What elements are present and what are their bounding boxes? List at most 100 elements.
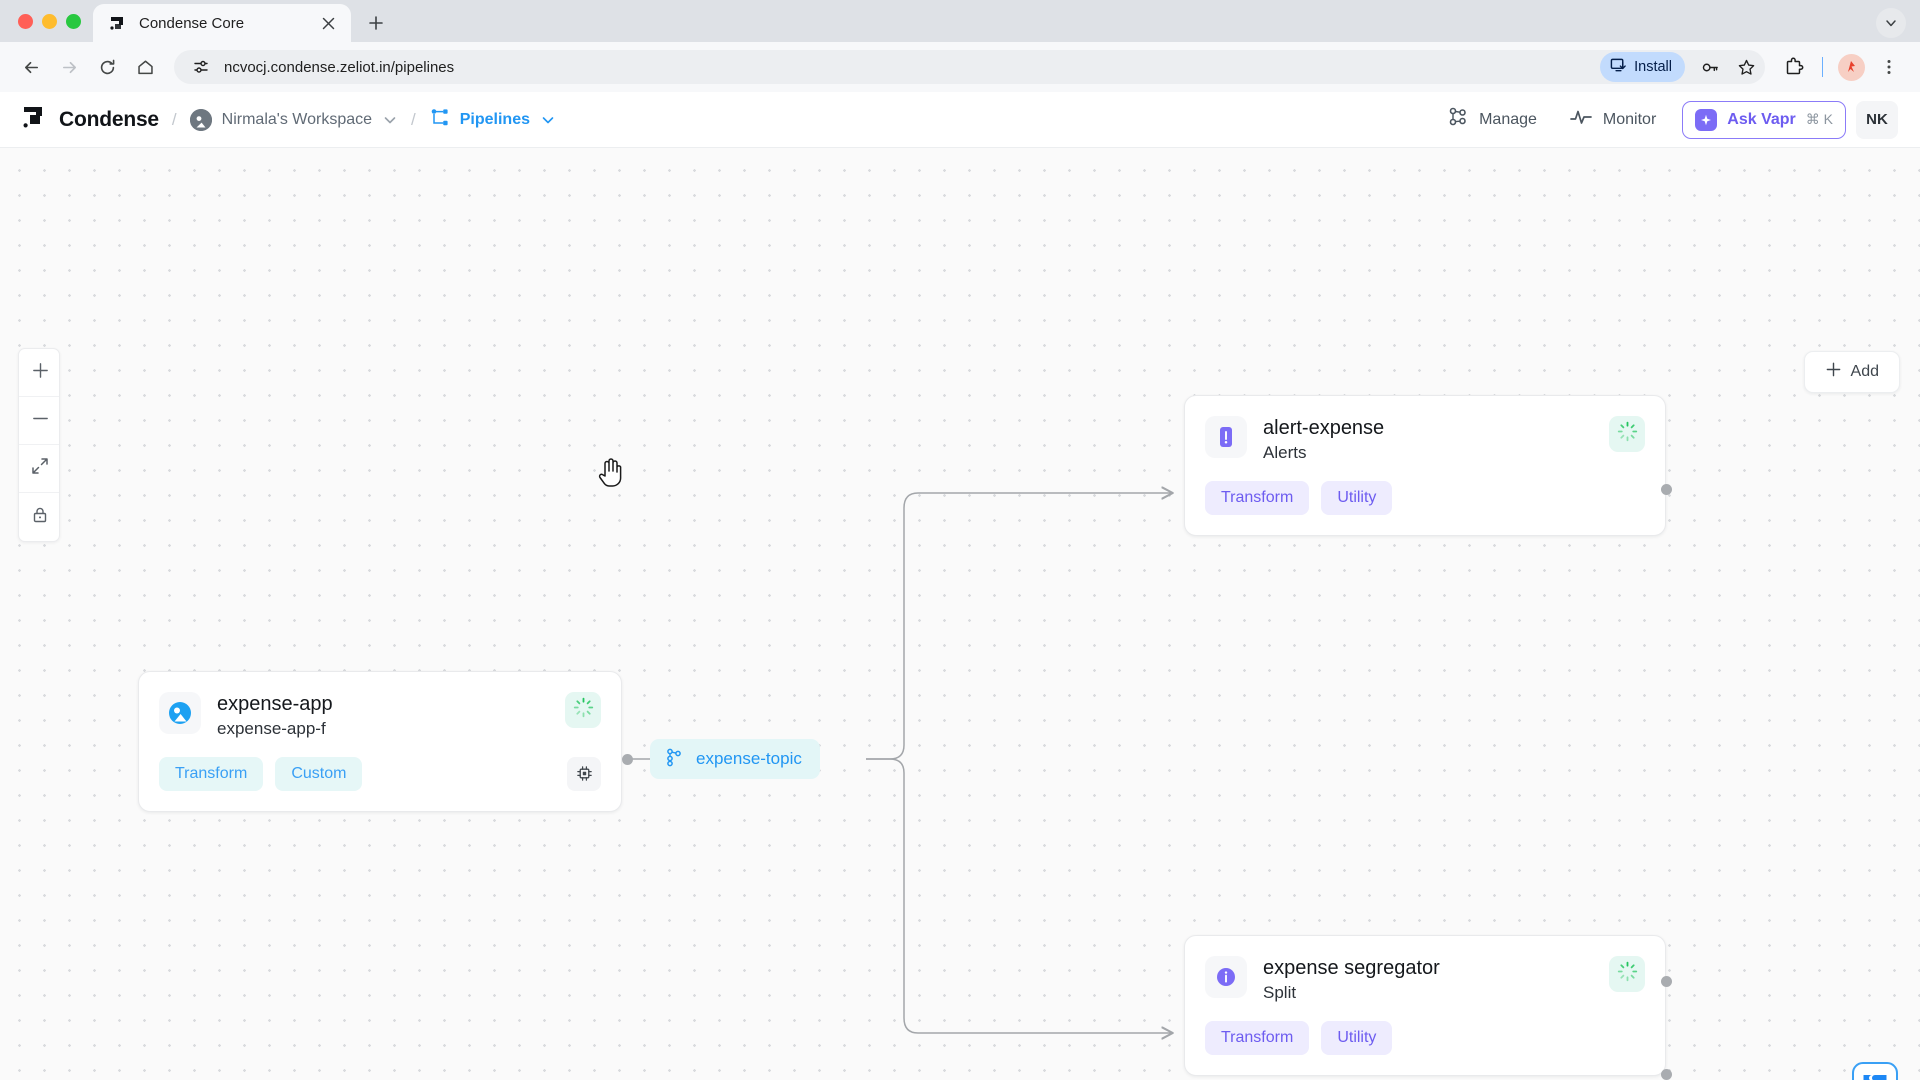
node-output-handle[interactable] bbox=[1661, 1069, 1672, 1080]
install-button[interactable]: Install bbox=[1600, 52, 1685, 82]
install-label: Install bbox=[1634, 59, 1672, 75]
pipelines-icon bbox=[429, 107, 450, 133]
cpu-chip-icon[interactable] bbox=[567, 756, 601, 791]
status-badge bbox=[1609, 956, 1645, 992]
breadcrumb-pipelines[interactable]: Pipelines bbox=[429, 107, 556, 133]
pipeline-canvas[interactable]: Add expense-app expense-app-f bbox=[0, 148, 1920, 1080]
home-icon[interactable] bbox=[128, 50, 162, 84]
key-icon[interactable] bbox=[1697, 54, 1723, 80]
toolbar-divider bbox=[1822, 57, 1823, 77]
window-traffic-lights bbox=[12, 0, 93, 42]
support-ticket-icon bbox=[1862, 1073, 1888, 1080]
node-tag[interactable]: Transform bbox=[159, 756, 264, 791]
avatar[interactable]: NK bbox=[1856, 100, 1898, 139]
add-label: Add bbox=[1850, 363, 1879, 380]
puzzle-icon[interactable] bbox=[1777, 50, 1811, 84]
alert-exclamation-icon bbox=[1205, 416, 1247, 458]
node-footer: Transform Custom bbox=[139, 741, 621, 811]
status-badge bbox=[565, 692, 601, 728]
node-output-handle[interactable] bbox=[1661, 484, 1672, 495]
install-icon bbox=[1610, 57, 1627, 78]
header-actions: Manage Monitor Ask Vapr ⌘ K NK bbox=[1431, 98, 1898, 141]
node-titles: expense-app expense-app-f bbox=[217, 692, 565, 741]
loading-spinner-icon bbox=[573, 697, 594, 723]
chevron-down-icon[interactable] bbox=[382, 112, 398, 128]
node-tag[interactable]: Utility bbox=[1321, 1020, 1393, 1055]
pipeline-node-expense-segregator[interactable]: expense segregator Split Tran bbox=[1184, 935, 1666, 1076]
manage-nodes-icon bbox=[1447, 106, 1469, 133]
new-tab-button[interactable] bbox=[359, 6, 393, 40]
node-tag[interactable]: Transform bbox=[1205, 480, 1310, 515]
profile-avatar-icon[interactable] bbox=[1834, 50, 1868, 84]
node-footer: Transform Utility bbox=[1185, 1005, 1665, 1075]
zoom-out-button[interactable] bbox=[19, 397, 59, 445]
manage-button[interactable]: Manage bbox=[1431, 98, 1553, 141]
loading-spinner-icon bbox=[1617, 961, 1638, 987]
topic-label: expense-topic bbox=[696, 749, 802, 768]
node-titles: alert-expense Alerts bbox=[1263, 416, 1609, 465]
node-tag[interactable]: Custom bbox=[275, 756, 363, 791]
reload-icon[interactable] bbox=[90, 50, 124, 84]
node-subtitle: Split bbox=[1263, 982, 1297, 1002]
node-title: expense-app bbox=[217, 693, 333, 715]
node-footer: Transform Utility bbox=[1185, 465, 1665, 535]
forward-arrow-icon[interactable] bbox=[52, 50, 86, 84]
monitor-button[interactable]: Monitor bbox=[1553, 98, 1672, 141]
node-tag[interactable]: Transform bbox=[1205, 1020, 1310, 1055]
plus-icon bbox=[1825, 361, 1842, 383]
address-bar[interactable]: ncvocj.condense.zeliot.in/pipelines Inst… bbox=[174, 50, 1765, 84]
chevron-down-icon[interactable] bbox=[540, 112, 556, 128]
browser-chrome: Condense Core bbox=[0, 0, 1920, 92]
zoom-in-button[interactable] bbox=[19, 349, 59, 397]
node-title: alert-expense bbox=[1263, 417, 1385, 439]
browser-toolbar: ncvocj.condense.zeliot.in/pipelines Inst… bbox=[0, 42, 1920, 92]
breadcrumb-separator: / bbox=[171, 109, 177, 129]
condense-logo-icon bbox=[109, 14, 127, 32]
loading-spinner-icon bbox=[1617, 421, 1638, 447]
fit-view-button[interactable] bbox=[19, 445, 59, 493]
pipeline-node-alert-expense[interactable]: alert-expense Alerts Transfor bbox=[1184, 395, 1666, 536]
browser-tab[interactable]: Condense Core bbox=[93, 4, 351, 42]
node-output-handle[interactable] bbox=[622, 754, 633, 765]
condense-logo-icon bbox=[22, 104, 48, 135]
node-output-handle[interactable] bbox=[1661, 976, 1672, 987]
breadcrumb-workspace-label: Nirmala's Workspace bbox=[221, 110, 373, 128]
tab-title: Condense Core bbox=[139, 14, 245, 32]
back-arrow-icon[interactable] bbox=[14, 50, 48, 84]
lock-icon bbox=[31, 506, 49, 529]
url-text: ncvocj.condense.zeliot.in/pipelines bbox=[224, 58, 455, 76]
manage-label: Manage bbox=[1479, 110, 1537, 128]
close-window-button[interactable] bbox=[18, 13, 33, 29]
plus-icon bbox=[31, 361, 50, 385]
add-button[interactable]: Add bbox=[1803, 351, 1900, 393]
breadcrumb-pipelines-label: Pipelines bbox=[459, 110, 530, 128]
canvas-controls bbox=[18, 348, 60, 542]
minus-icon bbox=[31, 409, 50, 433]
expand-diagonal-icon bbox=[31, 457, 49, 480]
ask-vapr-button[interactable]: Ask Vapr ⌘ K bbox=[1682, 100, 1846, 139]
brand[interactable]: Condense bbox=[22, 104, 159, 135]
topic-chip-expense-topic[interactable]: expense-topic bbox=[650, 739, 820, 779]
node-subtitle: expense-app-f bbox=[217, 718, 326, 738]
ask-vapr-shortcut: ⌘ K bbox=[1805, 111, 1833, 127]
chevron-down-icon[interactable] bbox=[1876, 8, 1906, 38]
node-header: expense-app expense-app-f bbox=[139, 672, 621, 741]
node-title: expense segregator bbox=[1263, 957, 1440, 979]
node-tag[interactable]: Utility bbox=[1321, 480, 1393, 515]
star-icon[interactable] bbox=[1733, 54, 1759, 80]
pipeline-node-expense-app[interactable]: expense-app expense-app-f Tra bbox=[138, 671, 622, 812]
info-split-icon bbox=[1205, 956, 1247, 998]
node-titles: expense segregator Split bbox=[1263, 956, 1609, 1005]
support-fab-button[interactable] bbox=[1852, 1062, 1898, 1080]
site-settings-icon[interactable] bbox=[188, 54, 214, 80]
status-badge bbox=[1609, 416, 1645, 452]
close-icon[interactable] bbox=[317, 12, 339, 34]
brand-name: Condense bbox=[59, 107, 159, 131]
lock-button[interactable] bbox=[19, 493, 59, 541]
minimize-window-button[interactable] bbox=[42, 13, 57, 29]
maximize-window-button[interactable] bbox=[66, 13, 81, 29]
breadcrumb-workspace[interactable]: Nirmala's Workspace bbox=[189, 108, 398, 131]
kebab-menu-icon[interactable] bbox=[1872, 50, 1906, 84]
monitor-activity-icon bbox=[1569, 106, 1593, 133]
topic-nodes-icon bbox=[664, 747, 684, 772]
